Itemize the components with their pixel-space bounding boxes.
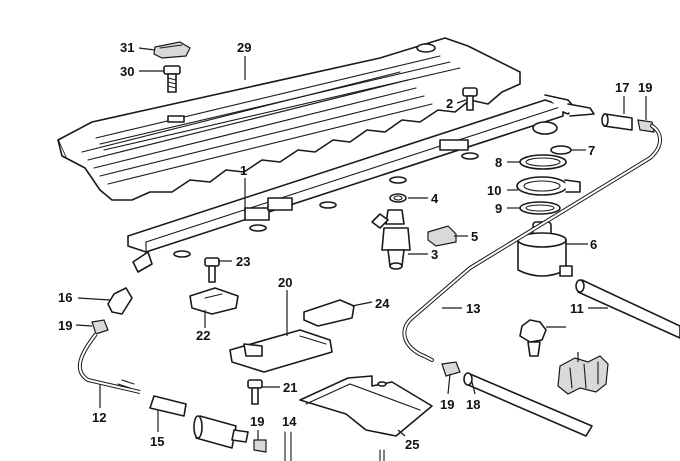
callout-19-left: 19 bbox=[58, 318, 72, 333]
callout-17: 17 bbox=[615, 80, 629, 95]
part-18-hose bbox=[463, 372, 593, 437]
part-12-fuel-line bbox=[77, 332, 141, 394]
callout-12: 12 bbox=[92, 410, 106, 425]
part-3-injector bbox=[371, 209, 411, 270]
callout-15: 15 bbox=[150, 434, 164, 449]
part-25-plate bbox=[299, 375, 433, 461]
callout-6: 6 bbox=[590, 237, 597, 252]
callout-14: 14 bbox=[282, 414, 297, 429]
callout-25: 25 bbox=[405, 437, 419, 452]
part-19-clamp-mid bbox=[441, 361, 461, 377]
callout-5: 5 bbox=[471, 229, 478, 244]
callout-19-mid: 19 bbox=[440, 397, 454, 412]
part-2-bolt bbox=[462, 87, 478, 111]
callout-16: 16 bbox=[58, 290, 72, 305]
part-8-oring bbox=[519, 154, 567, 170]
callout-28: 30 bbox=[120, 64, 134, 79]
part-9-oring bbox=[519, 201, 561, 215]
part-30-holder bbox=[557, 355, 609, 395]
callout-2: 2 bbox=[446, 96, 453, 111]
part-4-oring bbox=[389, 193, 407, 203]
part-1-fuel-rail bbox=[127, 94, 595, 273]
callout-4: 4 bbox=[431, 191, 439, 206]
callout-18: 18 bbox=[466, 397, 480, 412]
callout-22: 22 bbox=[196, 328, 210, 343]
callouts: 31 30 29 2 1 4 3 5 6 7 8 10 9 17 19 11 1… bbox=[58, 40, 652, 452]
callout-27: 29 bbox=[237, 40, 251, 55]
callout-20: 20 bbox=[278, 275, 292, 290]
callout-10: 10 bbox=[487, 183, 501, 198]
callout-19-bottom: 19 bbox=[250, 414, 264, 429]
part-11-hose bbox=[575, 279, 680, 339]
callout-19-top: 19 bbox=[638, 80, 652, 95]
callout-23: 23 bbox=[236, 254, 250, 269]
part-15-hose bbox=[149, 395, 187, 417]
part-5-clip bbox=[427, 225, 457, 247]
callout-9: 9 bbox=[495, 201, 502, 216]
leader-lines bbox=[75, 47, 647, 440]
part-23-bolt bbox=[204, 257, 220, 283]
part-28-bolt bbox=[163, 65, 181, 93]
part-29-grommet bbox=[153, 41, 191, 59]
callout-7: 7 bbox=[588, 143, 595, 158]
part-19-clamp-bottom bbox=[253, 439, 267, 453]
part-27-cover bbox=[57, 37, 521, 201]
part-22-bracket bbox=[189, 287, 239, 315]
callout-1: 1 bbox=[240, 163, 247, 178]
callout-21: 21 bbox=[283, 380, 297, 395]
part-17-hose bbox=[601, 113, 633, 131]
callout-24: 24 bbox=[375, 296, 390, 311]
part-31-clip bbox=[519, 319, 547, 357]
part-6-regulator bbox=[517, 221, 573, 277]
callout-8: 8 bbox=[495, 155, 502, 170]
part-19-clamp-top bbox=[637, 119, 655, 133]
fuel-filter bbox=[193, 415, 249, 449]
part-16-hose bbox=[107, 287, 133, 315]
callout-11: 11 bbox=[570, 301, 584, 316]
callout-13: 13 bbox=[466, 301, 480, 316]
callout-29: 31 bbox=[120, 40, 134, 55]
part-21-bolt bbox=[247, 379, 263, 405]
part-19-clamp-left bbox=[91, 319, 109, 335]
part-7-oring bbox=[550, 145, 572, 155]
part-24-bracket bbox=[303, 299, 355, 327]
part-13-fuel-line bbox=[402, 124, 662, 362]
part-10-clamp bbox=[516, 176, 581, 196]
part-20-bracket bbox=[229, 329, 333, 373]
part-14-pipe bbox=[284, 431, 292, 461]
callout-3: 3 bbox=[431, 247, 438, 262]
